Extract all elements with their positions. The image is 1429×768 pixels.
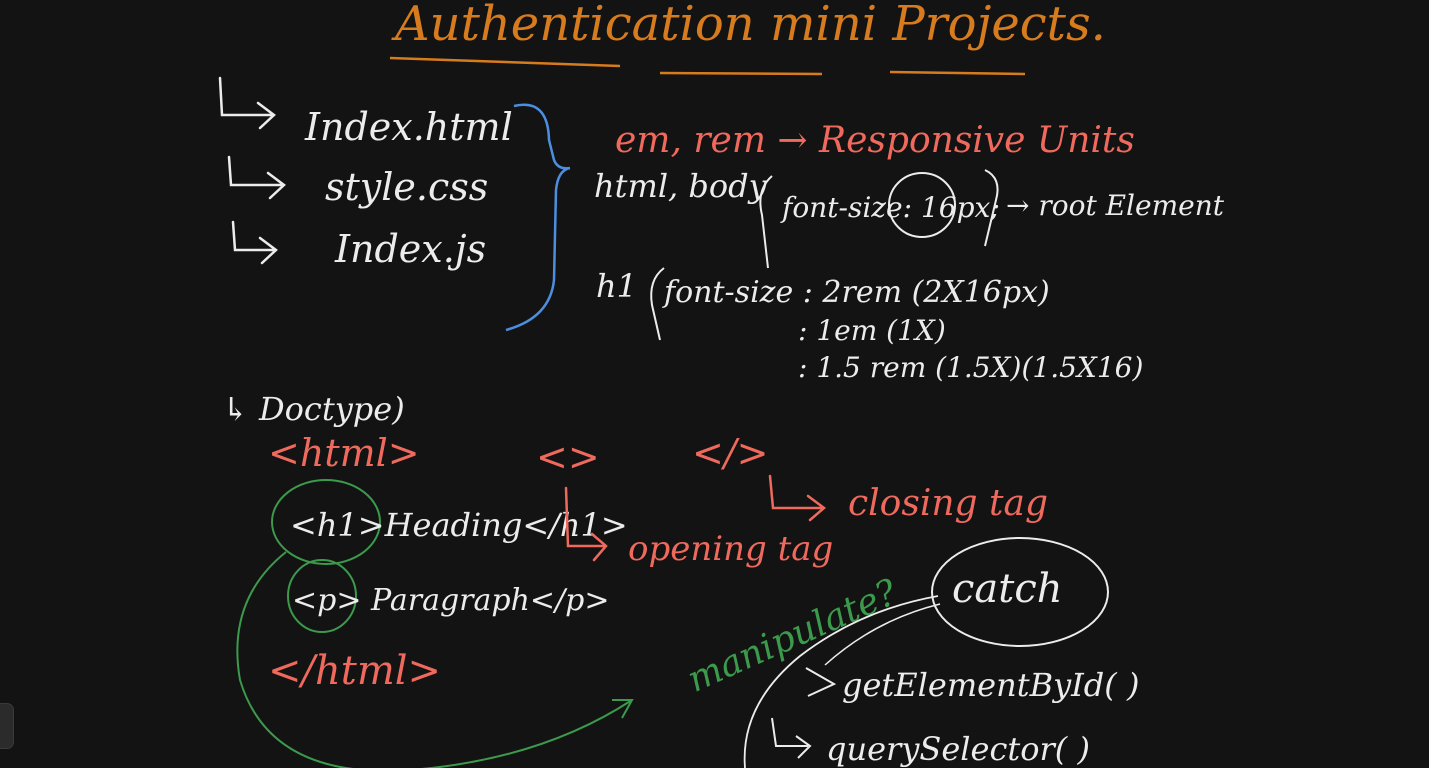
html-open-tag: <html> [268, 431, 420, 475]
board-title: Authentication mini Projects. [391, 0, 1106, 52]
brace-icon [759, 175, 773, 269]
arrow-icon [805, 667, 837, 697]
css-selector: html, body [594, 167, 768, 205]
highlight-circle [888, 172, 956, 238]
empty-tag: <> [536, 435, 600, 479]
arrow-icon [564, 486, 608, 562]
brace-icon [650, 267, 665, 341]
css-notes: em, rem → Responsive Units html, body fo… [594, 120, 1225, 384]
html-close-tag: </html> [268, 648, 441, 694]
closing-symbol: </> [692, 431, 768, 475]
title-underline [659, 71, 823, 76]
arrow-icon [236, 551, 634, 768]
loop-stroke [743, 595, 939, 768]
highlight-circle [271, 479, 381, 565]
arrow-icon [771, 717, 812, 759]
css-declaration: : 1em (1X) [798, 314, 946, 347]
brace-icon [984, 169, 999, 247]
file-item: Index.html [304, 105, 513, 149]
h1-element: <h1>Heading</h1> [290, 506, 628, 544]
file-list: Index.html style.css Index.js [218, 76, 571, 332]
css-declaration: font-size : 2rem (2X16px) [662, 275, 1050, 310]
brace-icon [505, 103, 571, 332]
highlight-circle [931, 537, 1109, 647]
p-element: <p> Paragraph</p> [292, 583, 610, 618]
title-underline [889, 70, 1026, 76]
html-notes: ↳ Doctype) <html> <> </> closing tag <h1… [222, 390, 1048, 768]
doctype-note: ↳ Doctype) [222, 390, 405, 428]
css-declaration: : 1.5 rem (1.5X)(1.5X16) [798, 351, 1143, 384]
js-notes: manipulate? catch getElementById( ) quer… [682, 537, 1139, 768]
css-heading: em, rem → Responsive Units [615, 120, 1135, 161]
arrow-icon [768, 474, 826, 522]
js-method: getElementById( ) [842, 666, 1139, 704]
css-selector: h1 [596, 267, 637, 305]
file-item: style.css [325, 165, 488, 209]
opening-label: opening tag [628, 529, 833, 569]
side-panel-handle[interactable] [0, 703, 14, 749]
catch-note: catch [952, 566, 1063, 612]
title-underline [389, 56, 621, 68]
arrow-icon [227, 155, 286, 200]
js-method: querySelector( ) [826, 730, 1090, 768]
arrow-icon [218, 76, 276, 130]
loop-stroke [824, 603, 941, 666]
file-item: Index.js [334, 227, 486, 271]
arrow-icon [231, 220, 278, 265]
root-note: → root Element [1006, 189, 1225, 222]
closing-label: closing tag [848, 483, 1048, 524]
highlight-circle [287, 559, 357, 633]
